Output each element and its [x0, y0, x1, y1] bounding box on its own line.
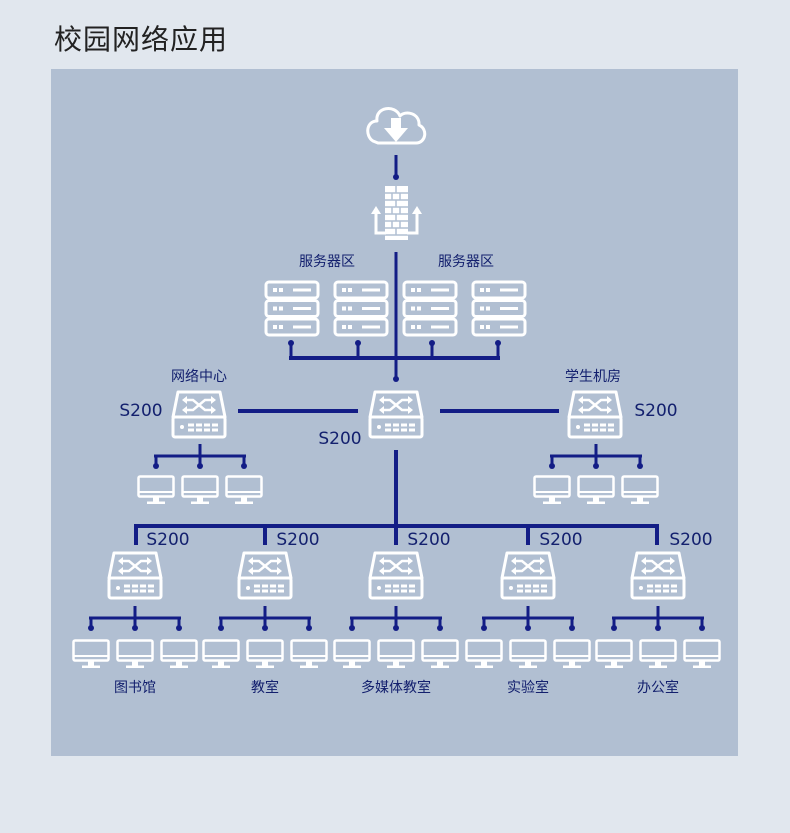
core-switch-icon [368, 390, 424, 439]
branch-switch-model: S200 [146, 530, 189, 550]
monitor-icon [465, 639, 503, 670]
server-icon [402, 280, 458, 337]
branch-unit: S200 实验室 [465, 530, 591, 696]
monitor-icon [290, 639, 328, 670]
branch-unit: S200 图书馆 [72, 530, 198, 696]
branch-unit: S200 多媒体教室 [333, 530, 459, 696]
branch-switch-model: S200 [539, 530, 582, 550]
page-title: 校园网络应用 [54, 23, 229, 56]
student-room-switch-icon [567, 390, 623, 439]
monitor-icon [621, 475, 659, 506]
branch-switch-model: S200 [276, 530, 319, 550]
branch-lines [611, 606, 705, 631]
monitor-icon [72, 639, 110, 670]
monitor-icon [333, 639, 371, 670]
branch-lines [481, 606, 575, 631]
branch-label: 实验室 [507, 679, 549, 696]
network-center-label: 网络中心 [171, 369, 227, 385]
monitor-icon [137, 475, 175, 506]
server-icon [264, 280, 320, 337]
monitor-icon [595, 639, 633, 670]
monitor-icon [639, 639, 677, 670]
branch-unit: S200 教室 [202, 530, 328, 696]
branch-lines [218, 606, 312, 631]
branch-group: S200 图书馆 S200 教室 S200 多媒体教室 S200 实验室 S200 办公室 [72, 530, 721, 696]
monitor-icon [160, 639, 198, 670]
network-center-switch-icon [171, 390, 227, 439]
student-room-model: S200 [634, 401, 677, 421]
cloud-download-icon [366, 107, 427, 145]
branch-unit: S200 办公室 [595, 530, 721, 696]
monitor-icon [509, 639, 547, 670]
branch-switch-icon [237, 551, 293, 600]
branch-label: 教室 [251, 679, 279, 696]
server-zone-label-right: 服务器区 [438, 254, 494, 270]
monitor-icon [533, 475, 571, 506]
network-center-model: S200 [119, 401, 162, 421]
branch-label: 图书馆 [114, 680, 156, 696]
monitor-icon [225, 475, 263, 506]
branch-lines [349, 606, 443, 631]
monitor-icon [202, 639, 240, 670]
branch-switch-model: S200 [669, 530, 712, 550]
monitor-icon [577, 475, 615, 506]
server-icon [333, 280, 389, 337]
monitor-icon [181, 475, 219, 506]
branch-switch-icon [630, 551, 686, 600]
monitor-icon [246, 639, 284, 670]
branch-label: 办公室 [637, 679, 679, 696]
core-switch-model: S200 [318, 429, 361, 449]
monitor-icon [553, 639, 591, 670]
branch-switch-model: S200 [407, 530, 450, 550]
branch-switch-icon [368, 551, 424, 600]
monitor-icon [421, 639, 459, 670]
branch-switch-icon [500, 551, 556, 600]
connection-dots [153, 174, 643, 469]
firewall-icon [371, 186, 422, 240]
monitor-icon [683, 639, 721, 670]
server-zone-label-left: 服务器区 [299, 254, 355, 270]
monitor-icon [116, 639, 154, 670]
branch-label: 多媒体教室 [361, 679, 431, 696]
branch-lines [88, 606, 182, 631]
monitor-icon [377, 639, 415, 670]
server-icon [471, 280, 527, 337]
student-room-label: 学生机房 [565, 369, 621, 385]
branch-switch-icon [107, 551, 163, 600]
